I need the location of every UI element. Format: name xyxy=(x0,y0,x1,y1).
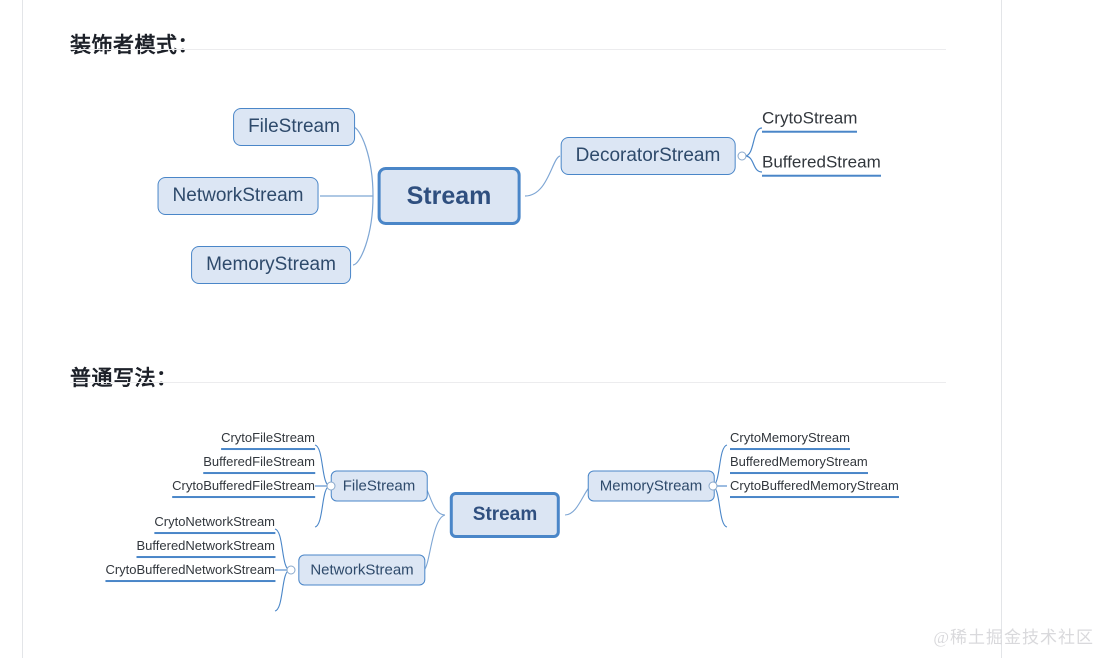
leaf-cryto-network-stream[interactable]: CrytoNetworkStream xyxy=(154,514,275,537)
node-memory-stream[interactable]: MemoryStream xyxy=(191,246,351,284)
node-network-stream[interactable]: NetworkStream xyxy=(298,554,426,586)
leaf-underline xyxy=(136,555,275,558)
leaf-label: BufferedFileStream xyxy=(203,454,315,470)
leaf-cryto-buffered-memory-stream[interactable]: CrytoBufferedMemoryStream xyxy=(730,478,899,501)
leaf-underline xyxy=(730,495,899,498)
leaf-underline xyxy=(221,447,315,450)
section-heading-decorator-pattern: 装饰者模式： xyxy=(70,34,199,58)
leaf-cryto-file-stream[interactable]: CrytoFileStream xyxy=(221,430,315,453)
mindmap-decorator-pattern: Stream FileStream NetworkStream MemorySt… xyxy=(0,60,1000,320)
node-file-stream[interactable]: FileStream xyxy=(330,470,428,502)
leaf-underline xyxy=(172,495,315,498)
collapse-toggle-memory-stream[interactable] xyxy=(708,481,718,491)
leaf-underline xyxy=(203,471,315,474)
leaf-label: BufferedNetworkStream xyxy=(136,538,276,554)
node-decorator-stream[interactable]: DecoratorStream xyxy=(560,137,736,175)
collapse-toggle-file-stream[interactable] xyxy=(326,481,336,491)
leaf-buffered-memory-stream[interactable]: BufferedMemoryStream xyxy=(730,454,868,477)
leaf-buffered-file-stream[interactable]: BufferedFileStream xyxy=(203,454,315,477)
collapse-toggle-decorator-stream[interactable] xyxy=(737,151,747,161)
left-column-divider xyxy=(22,0,23,658)
leaf-label: CrytoFileStream xyxy=(221,430,315,446)
leaf-label: BufferedMemoryStream xyxy=(730,454,868,470)
leaf-cryto-buffered-file-stream[interactable]: CrytoBufferedFileStream xyxy=(172,478,315,501)
leaf-underline xyxy=(105,579,275,582)
leaf-underline xyxy=(762,174,881,177)
leaf-buffered-network-stream[interactable]: BufferedNetworkStream xyxy=(136,538,276,561)
leaf-label: CrytoBufferedNetworkStream xyxy=(105,562,275,578)
mindmap-plain-style: Stream FileStream CrytoFileStream Buffer… xyxy=(0,400,1000,620)
leaf-underline xyxy=(730,447,850,450)
site-watermark: @稀土掘金技术社区 xyxy=(933,628,1094,647)
node-file-stream[interactable]: FileStream xyxy=(233,108,355,146)
leaf-label: CrytoStream xyxy=(762,108,858,128)
collapse-toggle-network-stream[interactable] xyxy=(286,565,296,575)
node-root-stream[interactable]: Stream xyxy=(377,167,521,225)
leaf-label: CrytoNetworkStream xyxy=(154,514,275,530)
leaf-cryto-buffered-network-stream[interactable]: CrytoBufferedNetworkStream xyxy=(105,562,275,585)
leaf-underline xyxy=(762,130,858,133)
heading-divider-1 xyxy=(70,49,946,50)
node-memory-stream[interactable]: MemoryStream xyxy=(587,470,715,502)
heading-divider-2 xyxy=(70,382,946,383)
leaf-label: BufferedStream xyxy=(762,152,881,172)
leaf-cryto-stream[interactable]: CrytoStream xyxy=(762,108,858,136)
leaf-label: CrytoMemoryStream xyxy=(730,430,850,446)
leaf-label: CrytoBufferedMemoryStream xyxy=(730,478,899,494)
leaf-label: CrytoBufferedFileStream xyxy=(172,478,315,494)
node-network-stream[interactable]: NetworkStream xyxy=(157,177,319,215)
leaf-cryto-memory-stream[interactable]: CrytoMemoryStream xyxy=(730,430,850,453)
section-heading-plain-style: 普通写法： xyxy=(70,367,178,391)
right-column-divider xyxy=(1001,0,1002,658)
node-root-stream[interactable]: Stream xyxy=(449,492,561,538)
leaf-underline xyxy=(730,471,868,474)
leaf-underline xyxy=(154,531,275,534)
leaf-buffered-stream[interactable]: BufferedStream xyxy=(762,153,881,180)
